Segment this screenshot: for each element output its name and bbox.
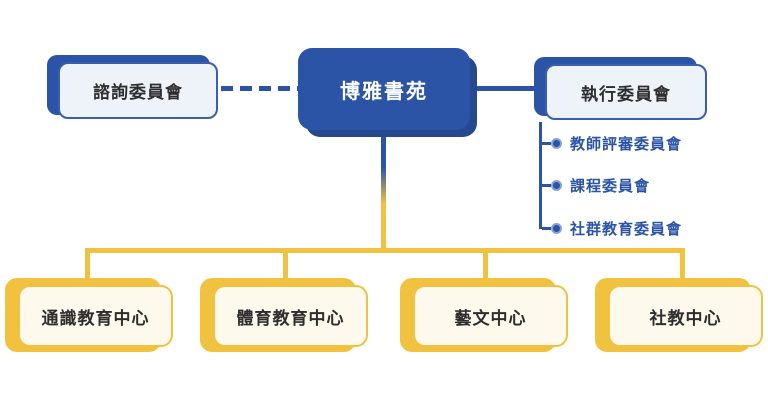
sub-committee-label: 課程委員會 [570, 177, 651, 195]
node-center-label: 社教中心 [608, 285, 763, 347]
node-executive-committee: 執行委員會 [534, 57, 708, 123]
bullet-icon [551, 179, 562, 191]
sub-committee-row: 課程委員會 [542, 175, 650, 195]
connector-dashed-advisory [221, 86, 299, 91]
sub-stub-line [542, 183, 551, 187]
node-advisory-committee: 諮詢委員會 [47, 55, 220, 121]
connector-bus-horizontal [85, 248, 685, 253]
node-center-physical-education: 體育教育中心 [200, 278, 370, 352]
connector-drop-4 [680, 248, 685, 282]
node-advisory-label: 諮詢委員會 [58, 62, 218, 119]
connector-solid-executive [469, 86, 536, 91]
node-center-label: 藝文中心 [413, 285, 568, 347]
sub-stub-line [542, 226, 551, 230]
sub-committee-row: 社群教育委員會 [542, 218, 682, 238]
bullet-icon [551, 222, 562, 234]
connector-drop-2 [283, 248, 288, 282]
sub-stub-line [542, 141, 551, 145]
connector-executive-sub-vertical [539, 122, 542, 229]
node-center-label: 通識教育中心 [18, 285, 173, 347]
node-root: 博雅書苑 [298, 48, 478, 138]
connector-trunk-gradient [381, 128, 386, 250]
connector-drop-1 [85, 248, 90, 282]
connector-drop-3 [483, 248, 488, 282]
node-center-label: 體育教育中心 [213, 285, 368, 347]
node-center-arts: 藝文中心 [400, 278, 570, 352]
sub-committee-label: 教師評審委員會 [570, 135, 683, 153]
sub-committee-row: 教師評審委員會 [542, 133, 682, 153]
node-root-label: 博雅書苑 [298, 48, 470, 130]
sub-committee-label: 社群教育委員會 [570, 220, 683, 238]
node-center-general-education: 通識教育中心 [5, 278, 175, 352]
node-executive-label: 執行委員會 [545, 64, 707, 120]
bullet-icon [551, 137, 562, 149]
node-center-community-education: 社教中心 [595, 278, 765, 352]
